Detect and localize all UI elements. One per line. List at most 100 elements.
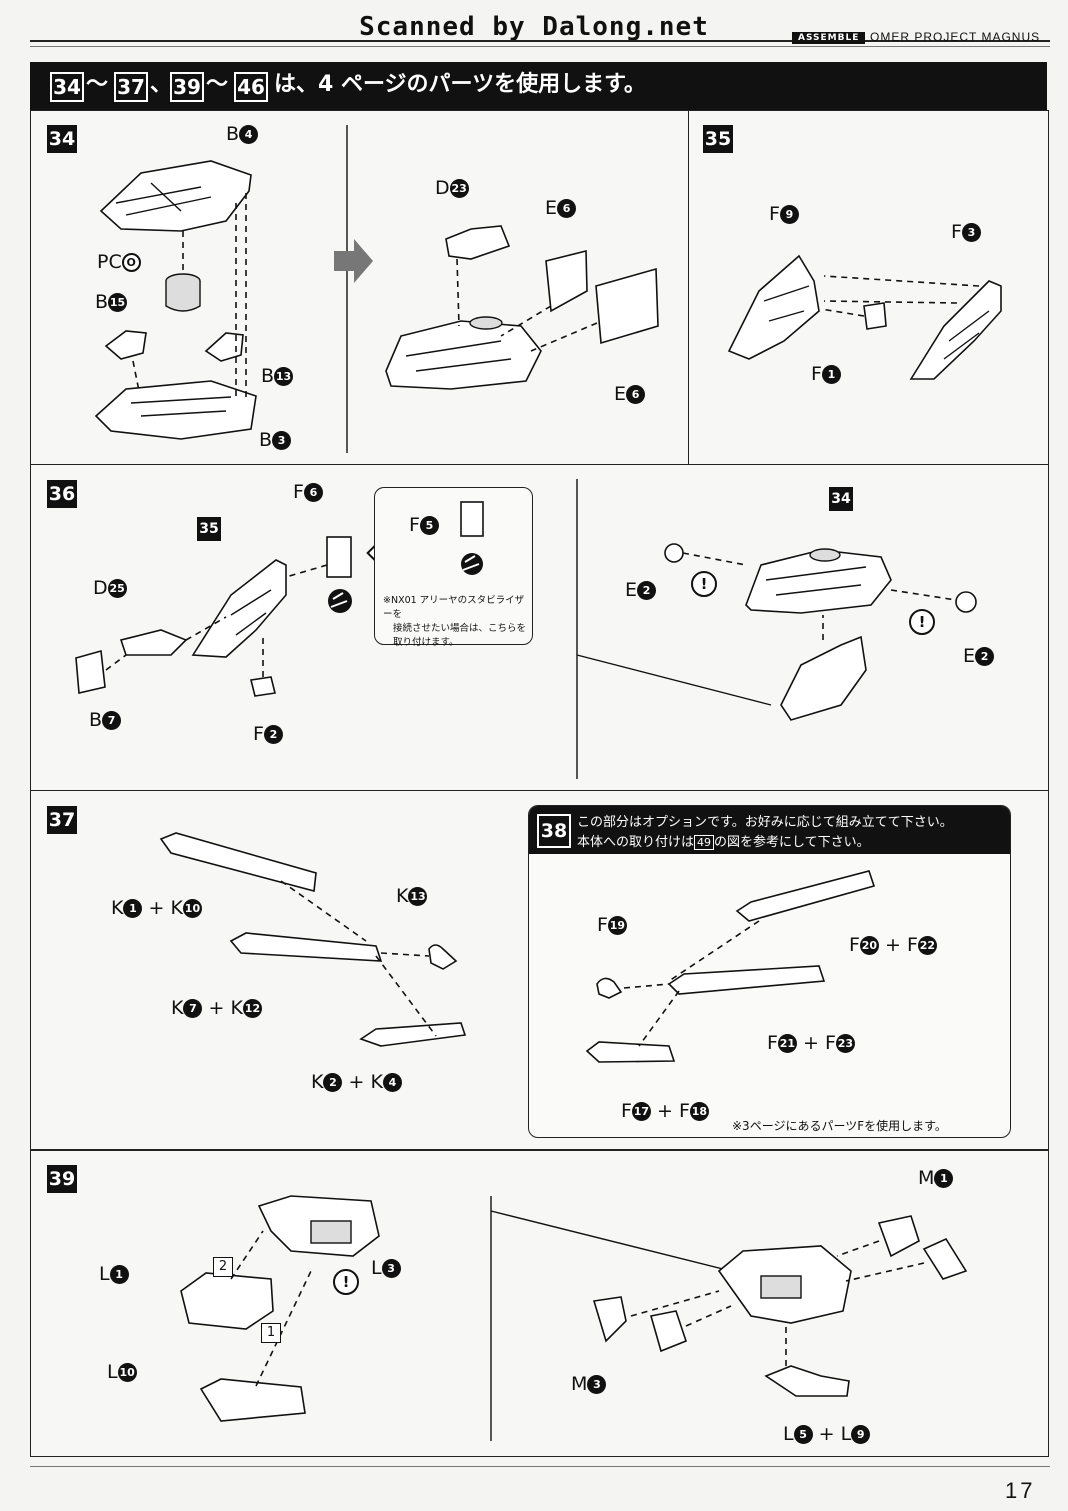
step-arrow — [334, 239, 373, 283]
title-comma: 、 — [150, 72, 173, 97]
ref-step-49: 49 — [694, 835, 715, 850]
part-b13 — [204, 332, 244, 362]
header-rule — [30, 40, 1050, 42]
step-37-drawing — [159, 832, 467, 1047]
product-name: OMER PROJECT MAGNUS — [870, 30, 1041, 44]
part-f9 — [727, 254, 820, 360]
ref-step-35: 35 — [197, 517, 221, 541]
ref-step-34: 34 — [829, 487, 853, 511]
part-f20-f22 — [735, 870, 876, 922]
step-number: 36 — [47, 480, 77, 508]
footer-rule — [30, 1466, 1050, 1467]
part-e6-bottom — [595, 267, 659, 345]
assembled-shell — [385, 320, 542, 390]
part-m1-a — [877, 1215, 920, 1258]
title-range-end-2: 46 — [234, 72, 268, 102]
step-number: 38 — [537, 814, 571, 848]
cut-icon — [461, 553, 483, 575]
step-38-header: 38 この部分はオプションです。お好みに応じて組み立てて下さい。 本体への取り付… — [529, 806, 1010, 854]
part-f19 — [596, 977, 623, 999]
page-number: 17 — [1005, 1478, 1036, 1503]
part-f1 — [863, 302, 887, 330]
part-b7 — [75, 649, 106, 694]
step-number: 34 — [47, 125, 77, 153]
part-k1-k10 — [159, 832, 317, 893]
order-badge-2: 2 — [213, 1257, 233, 1277]
part-l10 — [199, 1378, 306, 1422]
scan-credit: Scanned by Dalong.net — [359, 12, 709, 42]
stabilizer-note: ※NX01 アリーヤのスタビライザーを 接続させたい場合は、こちらを 取り付けま… — [383, 595, 527, 648]
part-f17-f18 — [585, 1041, 676, 1063]
part-m1-b — [922, 1237, 968, 1280]
part-f2 — [250, 676, 276, 697]
title-tilde-2: ～ — [206, 72, 229, 97]
section-tag: ASSEMBLE — [792, 32, 866, 44]
title-range-end-1: 37 — [114, 72, 148, 102]
title-range-start-2: 39 — [170, 72, 204, 102]
part-l1 — [180, 1272, 274, 1330]
part-b3 — [94, 380, 257, 440]
part-d25 — [119, 629, 188, 656]
assembly-34 — [745, 549, 892, 614]
title-tilde-1: ～ — [86, 72, 109, 97]
part-f5 — [460, 501, 484, 537]
part-f21-f23 — [667, 965, 826, 995]
option-note-line1: この部分はオプションです。お好みに応じて組み立てて下さい。 — [577, 815, 953, 830]
part-d23 — [445, 225, 511, 260]
warning-icon-left: ! — [691, 571, 717, 597]
step-34-drawing — [94, 125, 659, 453]
step-39-drawing — [180, 1195, 968, 1441]
part-m3-a — [592, 1296, 627, 1343]
parts-source-note: ※3ページにあるパーツFを使用します。 — [732, 1119, 947, 1133]
step-number: 35 — [703, 125, 733, 153]
order-badge-1: 1 — [261, 1323, 281, 1343]
part-e2-left — [664, 543, 684, 563]
part-b15 — [104, 330, 147, 360]
title-text: は、4 ページのパーツを使用します。 — [274, 72, 646, 97]
assembly-36-body — [780, 635, 867, 721]
part-k7-k12 — [229, 932, 383, 962]
part-e2-right — [955, 591, 977, 613]
warning-icon-right: ! — [909, 609, 935, 635]
part-b4 — [99, 160, 252, 232]
assembly-35 — [191, 559, 287, 658]
warning-icon: ! — [333, 1269, 359, 1295]
part-f3 — [909, 280, 1002, 380]
title-range-start-1: 34 — [50, 72, 84, 102]
part-m3-b — [649, 1310, 687, 1353]
step-35-drawing — [727, 254, 1002, 380]
step-36-drawing — [75, 479, 977, 779]
step-number: 39 — [47, 1165, 77, 1193]
step-38-drawing — [585, 870, 876, 1063]
